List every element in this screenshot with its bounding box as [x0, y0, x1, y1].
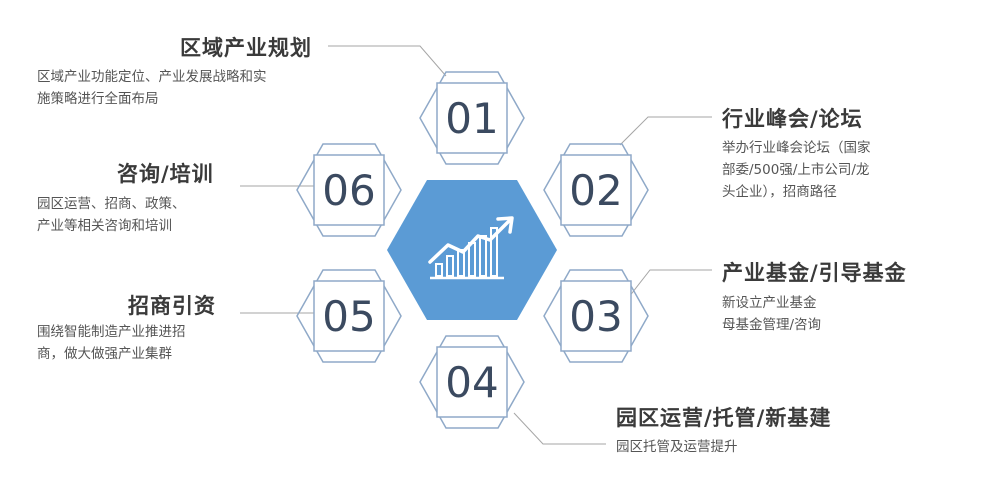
number-box-01	[436, 82, 508, 154]
item-title-04: 园区运营/托管/新基建	[616, 406, 832, 430]
number-box-06	[313, 154, 385, 226]
hex-outline-05	[296, 269, 402, 363]
number-05: 05	[322, 292, 375, 341]
desc-line: 产业等相关咨询和培训	[37, 218, 172, 234]
number-06: 06	[322, 166, 375, 215]
hex-outline-02	[543, 143, 649, 237]
desc-line: 部委/500强/上市公司/龙	[722, 162, 870, 178]
center-hexagon	[387, 180, 557, 320]
hex-outline-06	[296, 143, 402, 237]
item-title-01: 区域产业规划	[180, 36, 312, 60]
desc-line: 施策略进行全面布局	[37, 91, 159, 107]
item-title-06: 咨询/培训	[117, 162, 214, 186]
number-box-03	[560, 280, 632, 352]
item-desc-02: 举办行业峰会论坛（国家 部委/500强/上市公司/龙 头企业），招商路径	[722, 137, 871, 203]
item-desc-03: 新设立产业基金 母基金管理/咨询	[722, 292, 821, 336]
desc-line: 围绕智能制造产业推进招	[37, 324, 186, 340]
connector-01	[328, 45, 447, 77]
desc-line: 园区运营、招商、政策、	[37, 196, 186, 212]
hex-outline-01	[419, 71, 525, 165]
hex-outline-04	[419, 335, 525, 429]
hex-outline-03	[543, 269, 649, 363]
number-04: 04	[445, 358, 498, 407]
desc-line: 商，做大做强产业集群	[37, 346, 172, 362]
desc-line: 区域产业功能定位、产业发展战略和实	[37, 69, 267, 85]
item-desc-04: 园区托管及运营提升	[616, 436, 738, 458]
item-desc-06: 园区运营、招商、政策、 产业等相关咨询和培训	[37, 193, 186, 237]
item-title-03: 产业基金/引导基金	[722, 261, 907, 285]
desc-line: 母基金管理/咨询	[722, 317, 822, 333]
number-02: 02	[569, 166, 622, 215]
desc-line: 头企业），招商路径	[722, 184, 837, 200]
desc-line: 新设立产业基金	[722, 295, 817, 311]
item-title-05: 招商引资	[128, 294, 216, 318]
number-01: 01	[445, 94, 498, 143]
desc-line: 举办行业峰会论坛（国家	[722, 140, 871, 156]
connector-02	[619, 116, 712, 146]
number-box-04	[436, 346, 508, 418]
number-box-05	[313, 280, 385, 352]
desc-line: 园区托管及运营提升	[616, 439, 738, 455]
connector-04	[513, 412, 606, 445]
item-title-02: 行业峰会/论坛	[722, 107, 863, 131]
number-box-02	[560, 154, 632, 226]
item-desc-05: 围绕智能制造产业推进招 商，做大做强产业集群	[37, 321, 186, 365]
growth-chart-icon	[428, 216, 514, 280]
item-desc-01: 区域产业功能定位、产业发展战略和实 施策略进行全面布局	[37, 66, 267, 110]
number-03: 03	[569, 292, 622, 341]
